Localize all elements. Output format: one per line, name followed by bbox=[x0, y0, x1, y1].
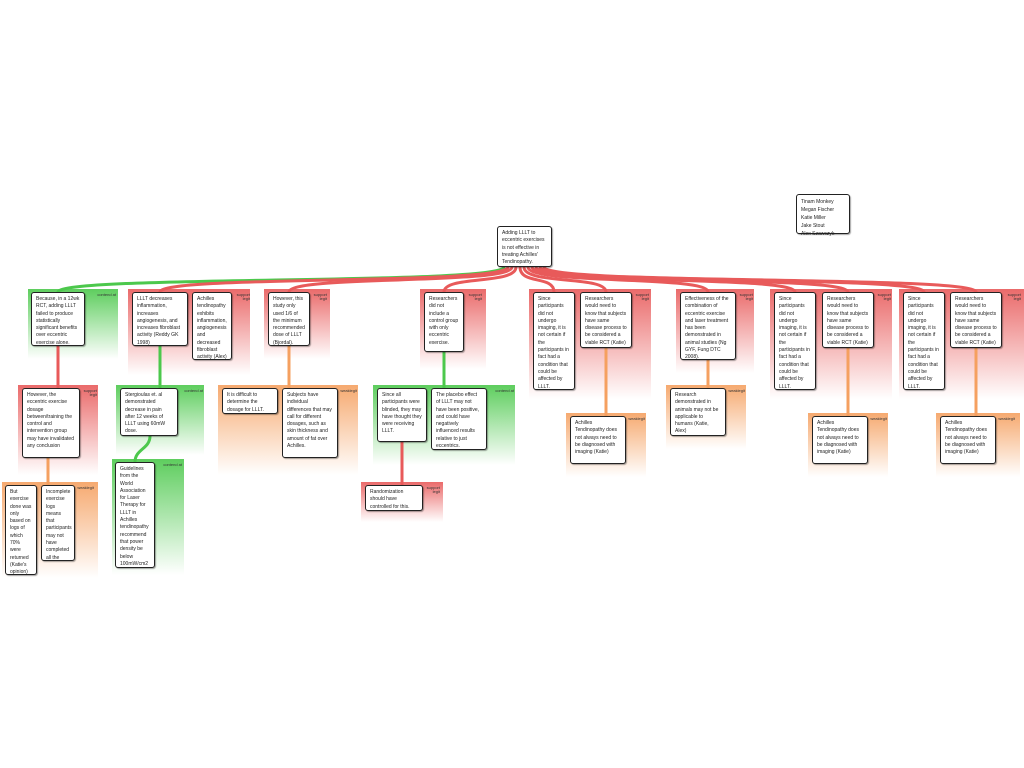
reason-box[interactable]: Because, in a 12wk RCT, adding LLLT fail… bbox=[31, 292, 85, 346]
connector-line bbox=[158, 265, 510, 294]
objection-box[interactable]: Since participants did not undergo imagi… bbox=[774, 292, 816, 390]
objection-box[interactable]: Effectiveness of the combination of ecce… bbox=[680, 292, 736, 360]
objection-box[interactable]: However, the eccentric exercise dosage b… bbox=[22, 388, 80, 458]
node-type-tag: support legit bbox=[426, 485, 440, 494]
weakness-box[interactable]: Achilles Tendinopathy does not always ne… bbox=[940, 416, 996, 464]
team-member: Alex Szawczyk bbox=[801, 231, 835, 237]
node-type-tag: weaklegit bbox=[870, 416, 887, 421]
connector-line bbox=[287, 265, 514, 294]
connector-line bbox=[542, 265, 978, 294]
reason-box[interactable]: Since all participants were blinded, the… bbox=[377, 388, 427, 442]
weakness-box[interactable]: Achilles Tendinopathy does not always ne… bbox=[570, 416, 626, 464]
node-type-tag: contend at bbox=[184, 388, 203, 393]
node-type-tag: support legit bbox=[739, 292, 753, 301]
reason-box[interactable]: LLLT decreases inflammation, increases a… bbox=[132, 292, 188, 346]
connector-line bbox=[133, 435, 152, 463]
node-type-tag: weaklegit bbox=[340, 388, 357, 393]
node-type-tag: support legit bbox=[83, 388, 97, 397]
team-member: Katie Miller bbox=[801, 215, 826, 221]
team-member: Jake Stout bbox=[801, 223, 825, 229]
weakness-box[interactable]: Research demonstrated in animals may not… bbox=[670, 388, 726, 436]
objection-box[interactable]: However, this study only used 1/6 of the… bbox=[268, 292, 310, 346]
weakness-box[interactable]: But exercise done was only based on logs… bbox=[5, 485, 37, 575]
reason-box[interactable]: Stergioulas et. al demonstrated decrease… bbox=[120, 388, 178, 436]
main-claim-box[interactable]: Adding LLLT to eccentric exercises is no… bbox=[497, 226, 552, 267]
weakness-box[interactable]: Achilles Tendinopathy does not always ne… bbox=[812, 416, 868, 464]
node-type-tag: contend at bbox=[97, 292, 116, 297]
node-type-tag: support legit bbox=[236, 292, 250, 301]
node-type-tag: weaklegit bbox=[77, 485, 94, 490]
team-members-box[interactable]: Tinam Monkey Megan Fischer Katie Miller … bbox=[796, 194, 850, 237]
node-type-tag: weaklegit bbox=[628, 416, 645, 421]
team-member: Megan Fischer bbox=[801, 207, 835, 213]
node-type-tag: weaklegit bbox=[998, 416, 1015, 421]
connector-line bbox=[522, 266, 608, 293]
objection-box[interactable]: Researchers would need to know that subj… bbox=[950, 292, 1002, 348]
objection-box[interactable]: Researchers would need to know that subj… bbox=[822, 292, 874, 348]
node-type-tag: support legit bbox=[1007, 292, 1021, 301]
reason-box[interactable]: The placebo effect of LLLT may not have … bbox=[431, 388, 487, 450]
node-type-tag: contend at bbox=[495, 388, 514, 393]
node-type-tag: support legit bbox=[468, 292, 482, 301]
connector-line bbox=[442, 266, 518, 293]
objection-box[interactable]: Researchers did not include a control gr… bbox=[424, 292, 464, 352]
weakness-box[interactable]: It is difficult to determine the dosage … bbox=[222, 388, 278, 414]
objection-box[interactable]: Randomization should have controlled for… bbox=[365, 485, 423, 511]
objection-box[interactable]: Since participants did not undergo imagi… bbox=[533, 292, 575, 390]
node-type-tag: support legit bbox=[877, 292, 891, 301]
team-member: Tinam Monkey bbox=[801, 199, 834, 205]
node-type-tag: support legit bbox=[313, 292, 327, 301]
objection-box[interactable]: Since participants did not undergo imagi… bbox=[903, 292, 945, 390]
node-type-tag: contend at bbox=[163, 462, 182, 467]
reason-box[interactable]: Guidelines from the World Association fo… bbox=[115, 462, 155, 568]
reason-box[interactable]: Achilles tendinopathy exhibits inflammat… bbox=[192, 292, 232, 360]
node-type-tag: weaklegit bbox=[728, 388, 745, 393]
connector-line bbox=[518, 266, 556, 293]
weakness-box[interactable]: Incomplete exercise logs means that part… bbox=[41, 485, 75, 561]
node-type-tag: support legit bbox=[635, 292, 649, 301]
weakness-box[interactable]: Subjects have individual differences tha… bbox=[282, 388, 338, 458]
objection-box[interactable]: Researchers would need to know that subj… bbox=[580, 292, 632, 348]
